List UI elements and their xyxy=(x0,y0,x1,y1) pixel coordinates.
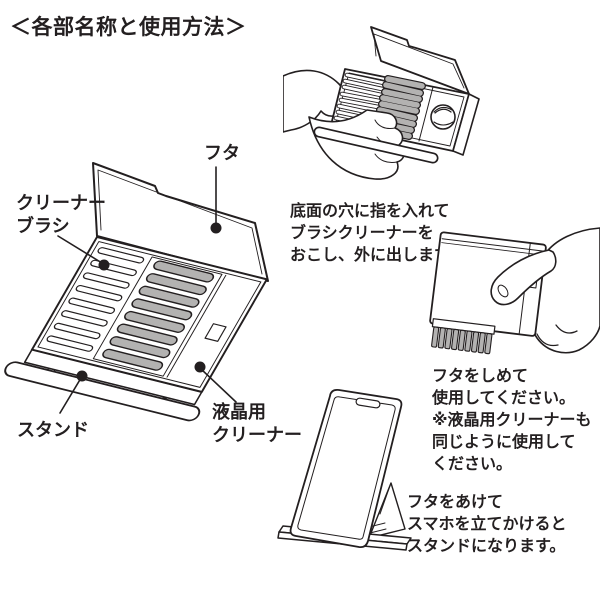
caption-line: スマホを立てかけると xyxy=(407,516,567,533)
caption-line: ください。 xyxy=(432,456,513,473)
label-cleaner-brush: クリーナー ブラシ xyxy=(16,193,106,236)
cleaner-brush-shape xyxy=(102,260,215,371)
tray-shape xyxy=(4,236,268,422)
step3-caption: フタをあけて スマホを立てかけると スタンドになります。 xyxy=(407,492,567,558)
phone-shape xyxy=(289,388,403,549)
step2-caption: フタをしめて 使用してください。 ※液晶用クリーナーも 同じように使用して くだ… xyxy=(432,366,592,476)
caption-line: ブラシクリーナーを xyxy=(290,225,434,242)
label-stand: スタンド xyxy=(17,420,89,440)
main-device-illustration xyxy=(4,162,269,422)
caption-line: スタンドになります。 xyxy=(407,538,566,555)
caption-line: 底面の穴に指を入れて xyxy=(290,203,450,220)
closed-case-shape xyxy=(429,231,547,355)
stand-bar-shape xyxy=(4,361,201,422)
caption-line: おこし、外に出します。 xyxy=(290,247,465,264)
label-lid: フタ xyxy=(204,143,240,163)
caption-line: フタをしめて xyxy=(432,368,529,385)
brush-tufts xyxy=(431,326,493,355)
step1-caption: 底面の穴に指を入れて ブラシクリーナーを おこし、外に出します。 xyxy=(290,201,464,267)
caption-line: ※液晶用クリーナーも xyxy=(432,412,592,429)
leader-dots xyxy=(76,222,222,382)
phone-on-stand-illustration xyxy=(277,388,412,551)
label-lcd-cleaner: 液晶用 クリーナー xyxy=(212,402,302,445)
lcd-cleaner-panel-latch xyxy=(204,323,227,342)
caption-line: フタをあけて xyxy=(407,494,504,511)
caption-line: 同じように使用して xyxy=(432,434,576,451)
vent-slots xyxy=(46,247,145,352)
leader-lines xyxy=(57,166,237,414)
hand-closed-case-brush-illustration xyxy=(429,227,600,355)
phone-notch xyxy=(355,397,381,409)
caption-line: 使用してください。 xyxy=(432,390,576,407)
hand-open-case-illustration xyxy=(283,26,480,180)
page-title: ＜各部名称と使用方法＞ xyxy=(10,16,247,39)
